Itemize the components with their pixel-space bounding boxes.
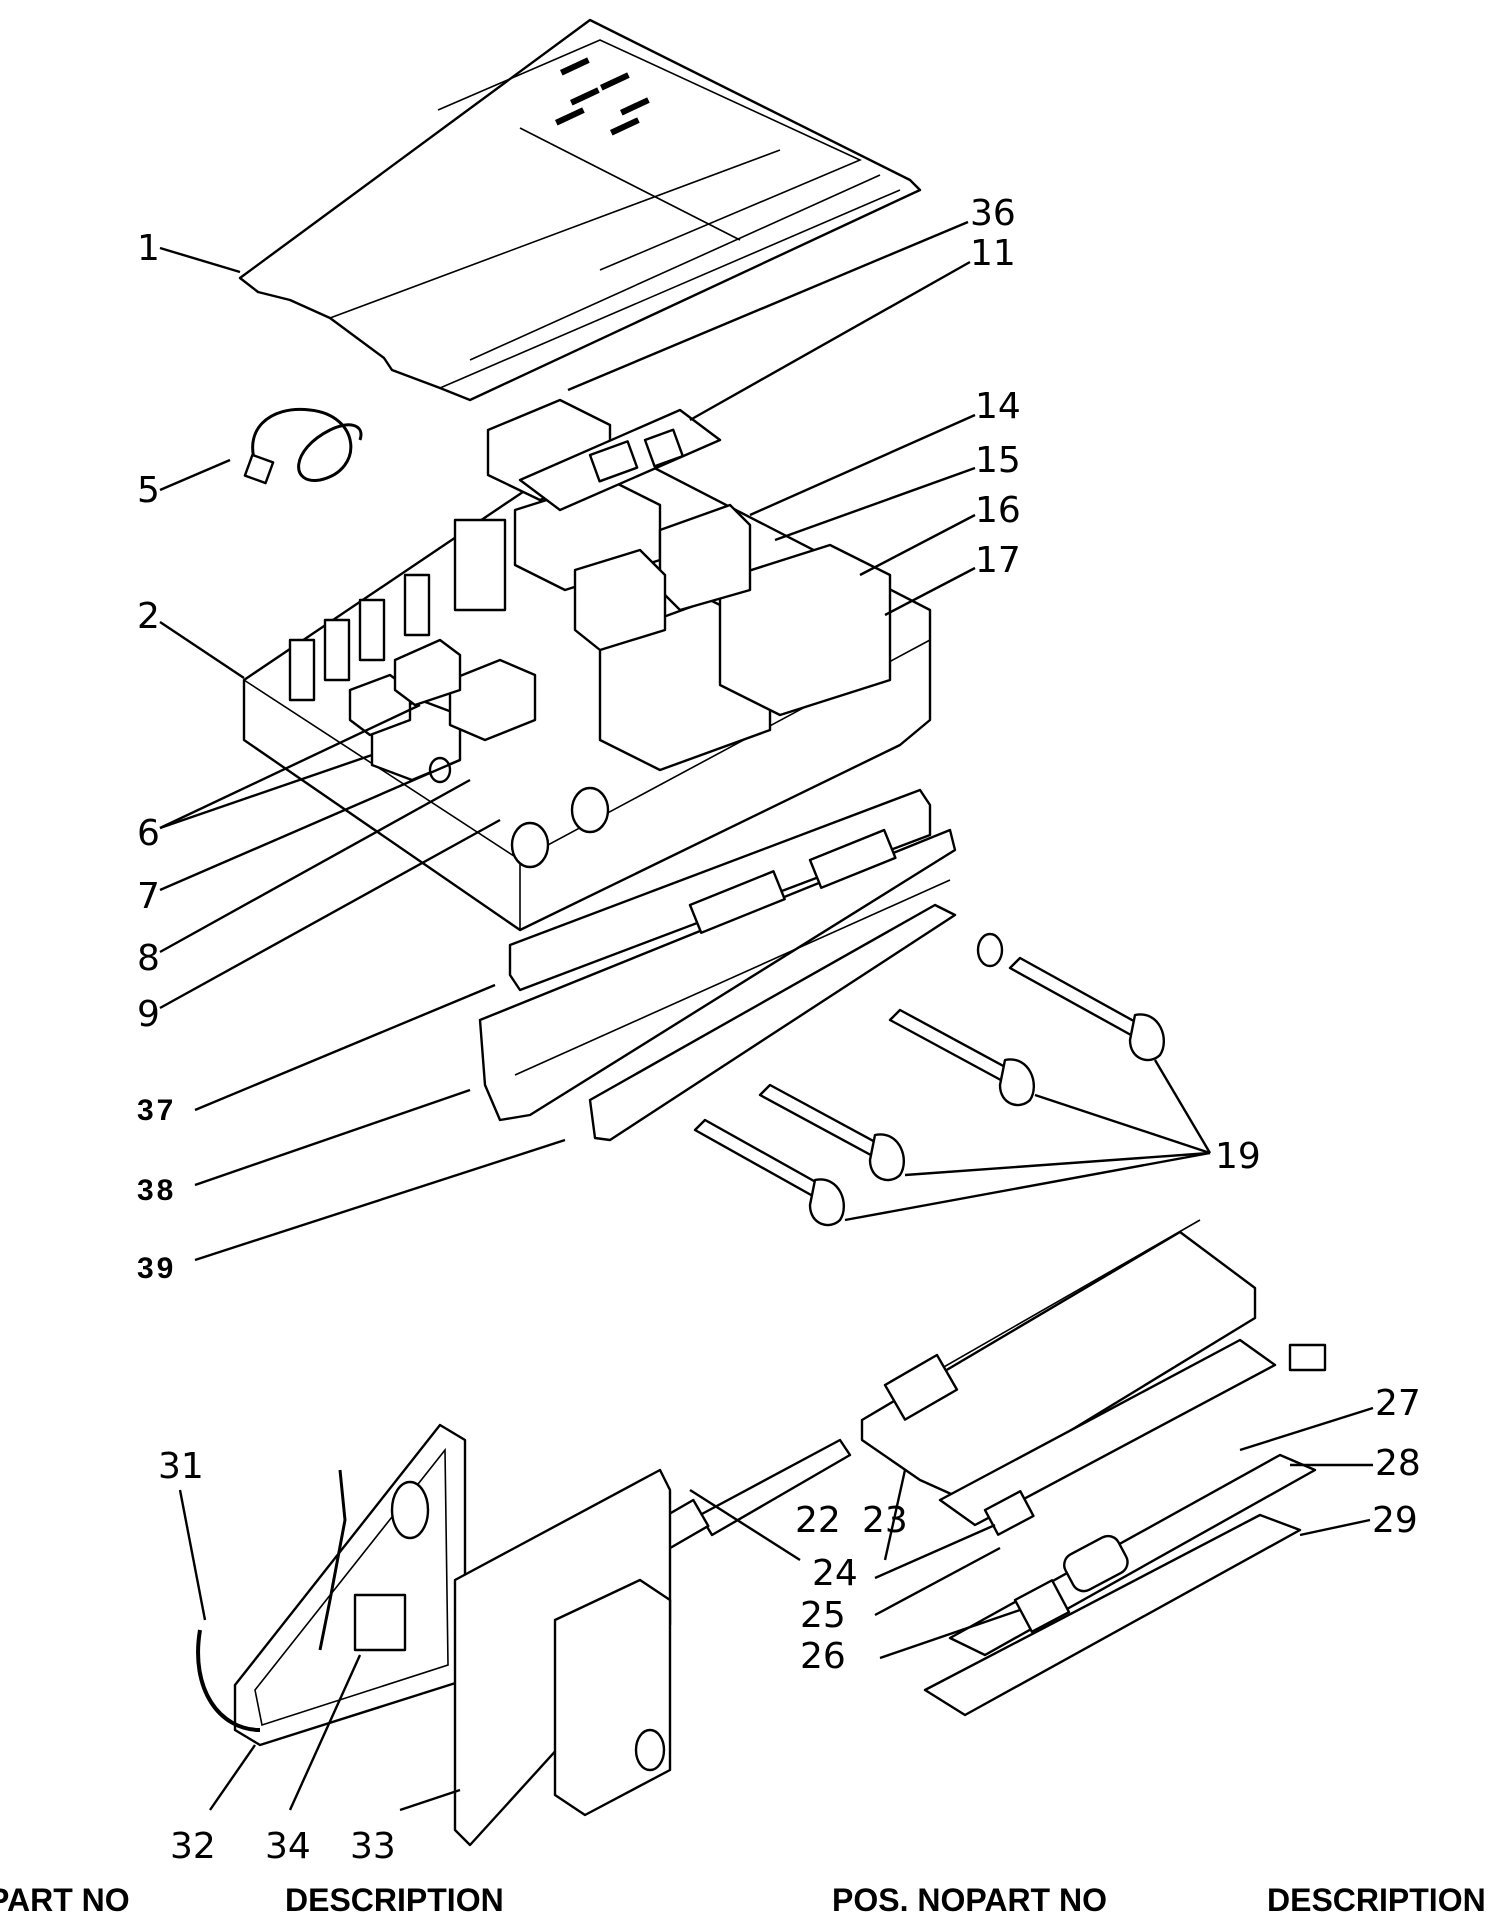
part-top-cover: [238, 18, 922, 402]
part-back-box: [196, 1423, 467, 1747]
callout-36: 36: [970, 193, 1016, 234]
callout-33: 33: [350, 1826, 396, 1867]
callout-8: 8: [137, 938, 160, 979]
part-front-panel: [478, 788, 957, 1142]
callout-14: 14: [975, 386, 1021, 427]
callout-28: 28: [1375, 1443, 1421, 1484]
callout-15: 15: [975, 440, 1021, 481]
part-knobs: [693, 932, 1165, 1227]
callout-19: 19: [1215, 1136, 1261, 1177]
table-header-description-right: DESCRIPTION: [1267, 1882, 1486, 1918]
callout-39: 39: [137, 1252, 176, 1285]
callout-26: 26: [800, 1636, 846, 1677]
part-cable-5: [243, 407, 363, 485]
callout-1: 1: [137, 228, 160, 269]
table-header-pos-part-no-right: POS. NOPART NO: [832, 1882, 1107, 1918]
part-control-board: [486, 398, 722, 512]
callout-16: 16: [975, 490, 1021, 531]
callout-25: 25: [800, 1595, 846, 1636]
part-chassis: [242, 438, 932, 932]
callout-9: 9: [137, 994, 160, 1035]
callout-6: 6: [137, 813, 160, 854]
callout-7: 7: [137, 876, 160, 917]
callout-17: 17: [975, 540, 1021, 581]
callout-5: 5: [137, 470, 160, 511]
callout-labels: 1 5 2 6 7 8 9 36 11 14 15 16 17 37 38 39…: [137, 193, 1421, 1867]
part-lower-housing: [860, 1219, 1327, 1717]
callout-11: 11: [970, 233, 1016, 274]
callout-31: 31: [158, 1446, 204, 1487]
callout-37: 37: [137, 1094, 176, 1127]
leader-lines: [159, 220, 1374, 1812]
callout-24: 24: [812, 1553, 858, 1594]
callout-22: 22: [795, 1500, 841, 1541]
callout-23: 23: [862, 1500, 908, 1541]
callout-34: 34: [265, 1826, 311, 1867]
callout-29: 29: [1372, 1500, 1418, 1541]
table-header-description-left: DESCRIPTION: [285, 1882, 504, 1918]
callout-2: 2: [137, 596, 160, 637]
callout-32: 32: [170, 1826, 216, 1867]
part-module-33: [453, 1468, 672, 1847]
table-header-part-no-left: PART NO: [0, 1882, 130, 1918]
callout-27: 27: [1375, 1383, 1421, 1424]
callout-38: 38: [137, 1174, 176, 1207]
